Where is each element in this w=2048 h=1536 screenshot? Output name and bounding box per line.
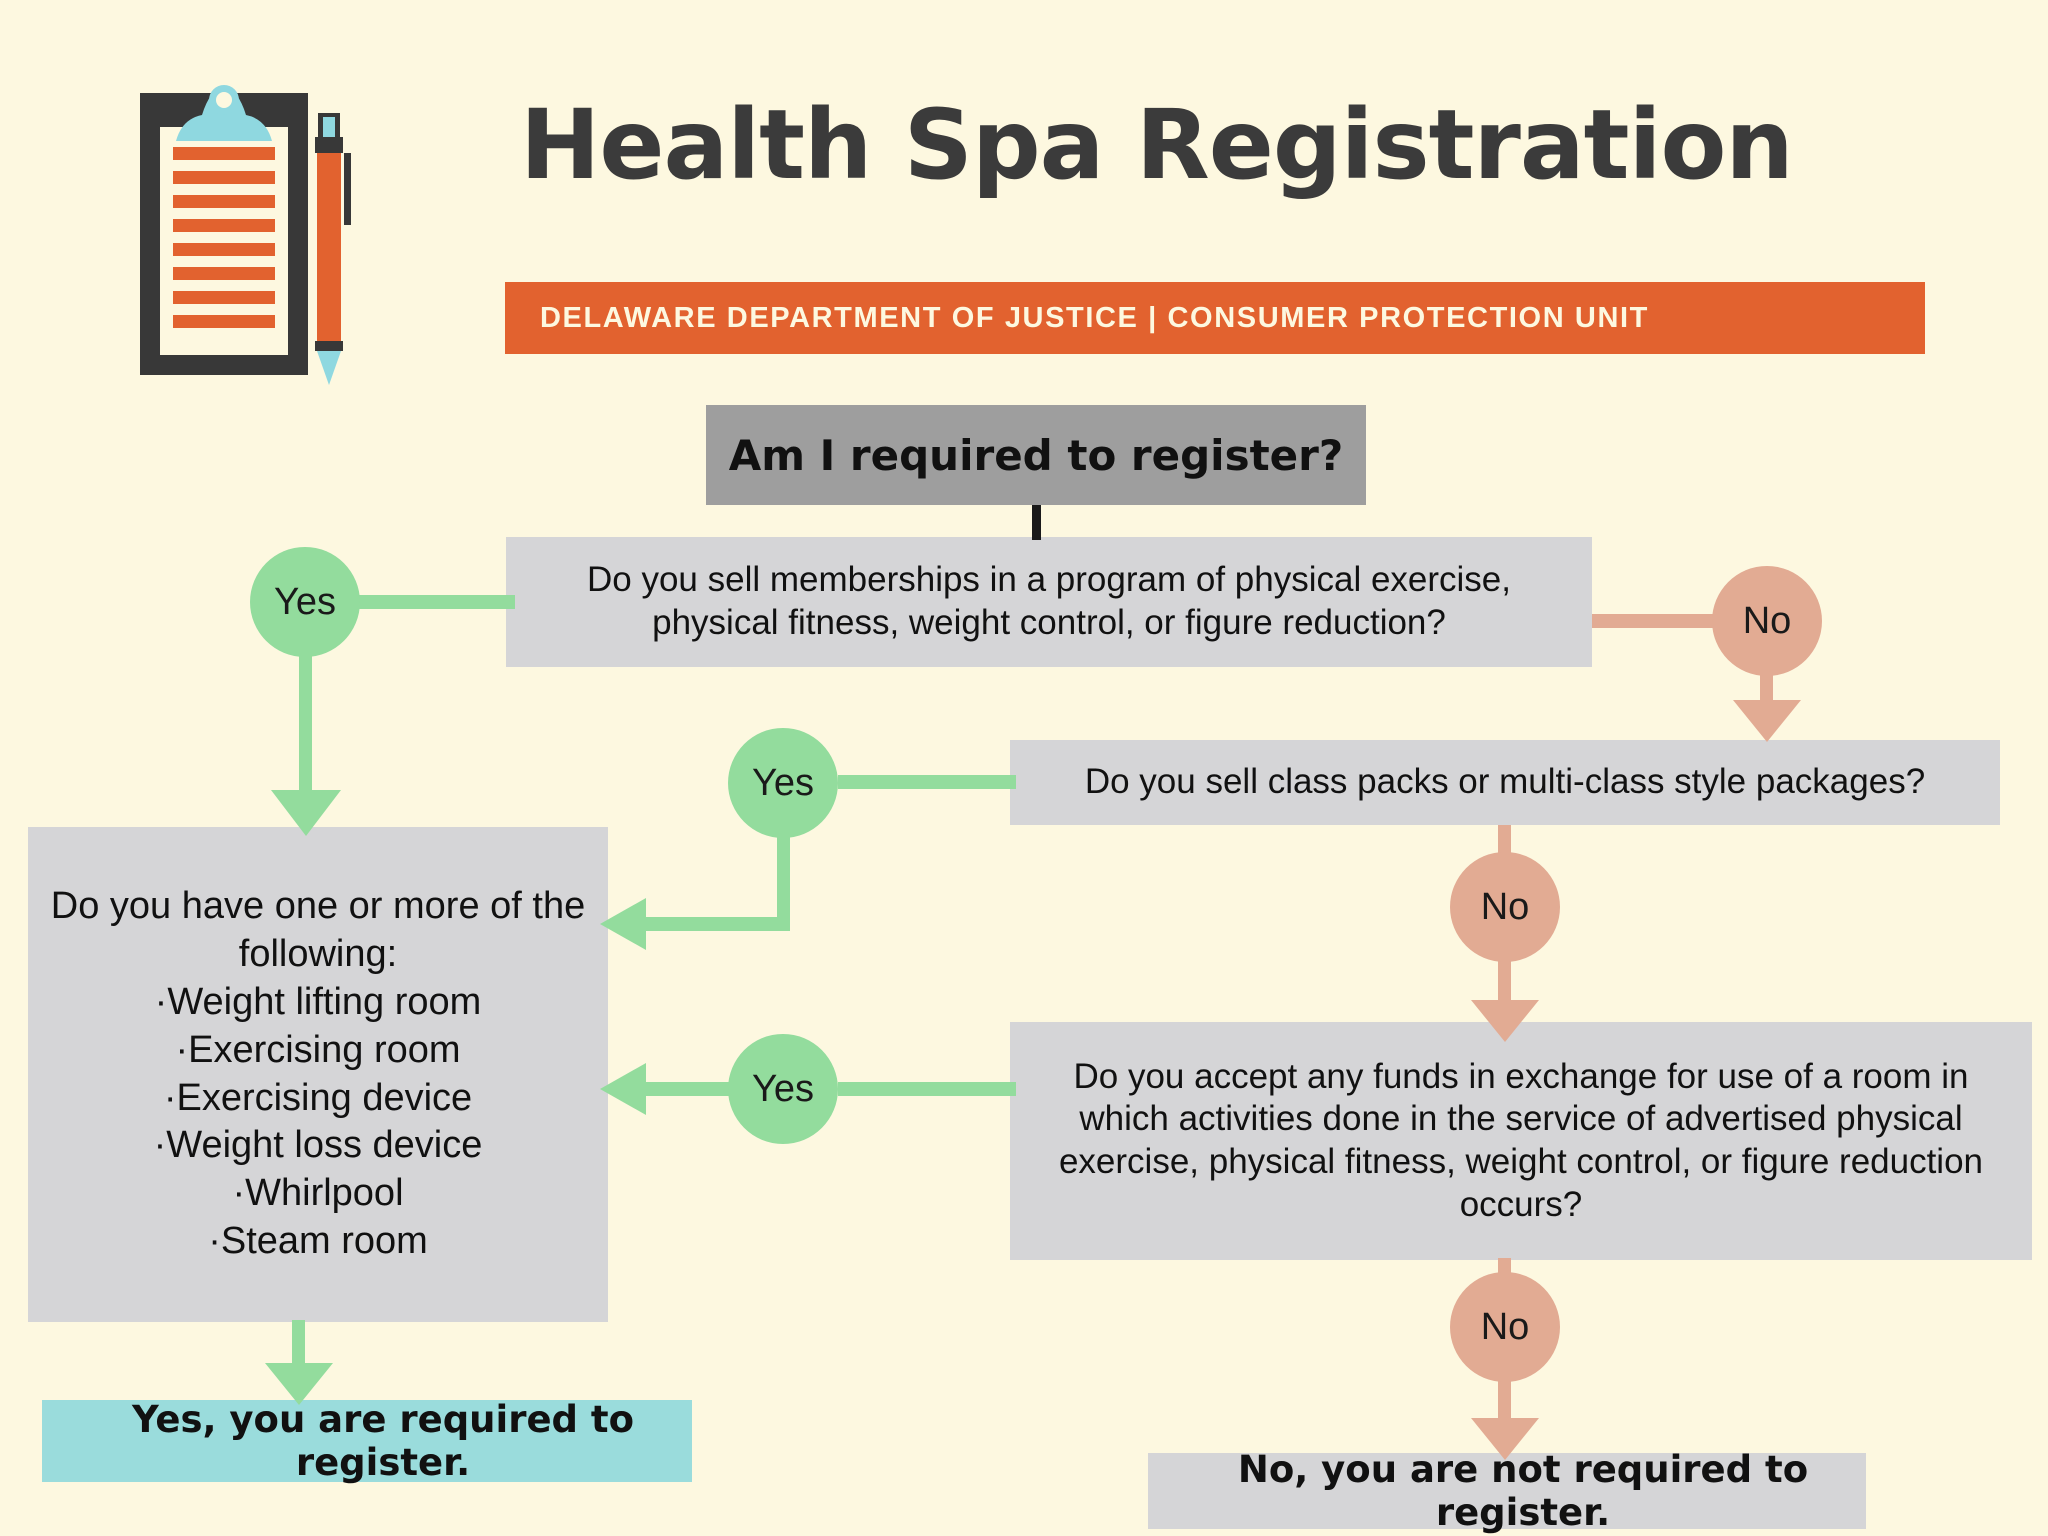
checklist-item: ·Weight loss device [153,1124,483,1167]
decision-yes-q3[interactable]: Yes [728,1034,838,1144]
checklist-item: ·Exercising room [175,1028,461,1071]
arrowhead-checklist-down [265,1363,333,1405]
decision-yes-q3-label: Yes [752,1067,814,1110]
connector-q3-yes [838,1082,1016,1096]
checklist-prompt-line-2: following: [238,932,398,975]
checklist-item: ·Whirlpool [232,1172,404,1215]
connector-q1-no [1592,614,1722,628]
connector-yes-q2-left [622,917,790,931]
decision-yes-q2-label: Yes [752,761,814,804]
page-title: Health Spa Registration [520,89,1794,201]
result-box-yes: Yes, you are required to register. [42,1398,692,1484]
question-box-room-funds: Do you accept any funds in exchange for … [1010,1022,2032,1260]
q3-line-4: occurs? [1459,1184,1583,1224]
subtitle-text: DELAWARE DEPARTMENT OF JUSTICE | CONSUME… [540,301,1649,334]
arrowhead-yes-q3-left [600,1063,646,1115]
checklist-prompt-line-1: Do you have one or more of the [50,885,586,927]
checklist-box: Do you have one or more of the following… [28,827,608,1322]
checklist-item: ·Weight lifting room [154,980,482,1023]
connector-header-to-q1 [1032,505,1041,540]
q3-line-3: exercise, physical fitness, weight contr… [1058,1142,1984,1181]
q1-line-1: Do you sell memberships in a program of … [587,560,1511,600]
decision-yes-q1-label: Yes [274,580,336,623]
decision-no-q1[interactable]: No [1712,566,1822,676]
arrowhead-no-q1-down [1733,700,1801,742]
flow-header-label: Am I required to register? [728,430,1344,480]
clipboard-and-pen-icon [140,75,370,395]
decision-no-q3[interactable]: No [1450,1272,1560,1382]
arrowhead-no-q2-down [1471,1000,1539,1042]
q1-line-2: physical fitness, weight control, or fig… [652,603,1446,642]
q3-line-1: Do you accept any funds in exchange for … [1073,1056,1969,1096]
q2-text: Do you sell class packs or multi-class s… [1084,762,1926,802]
arrowhead-yes-q1-down [271,790,341,836]
decision-yes-q1[interactable]: Yes [250,547,360,657]
connector-yes-q1-down [299,650,312,810]
decision-no-q2[interactable]: No [1450,852,1560,962]
connector-no-q2-down [1498,955,1511,1010]
result-box-no: No, you are not required to register. [1148,1448,1866,1534]
connector-no-q1-down [1760,670,1773,704]
checklist-item: ·Exercising device [163,1076,473,1119]
result-no-label: No, you are not required to register. [1237,1448,1809,1534]
decision-no-q1-label: No [1742,599,1792,642]
q3-line-2: which activities done in the service of … [1079,1099,1963,1139]
result-yes-label: Yes, you are required to register. [131,1398,635,1484]
flow-header-box: Am I required to register? [706,405,1366,505]
decision-no-q3-label: No [1480,1305,1530,1348]
decision-yes-q2[interactable]: Yes [728,728,838,838]
question-box-class-packs: Do you sell class packs or multi-class s… [1010,740,2000,825]
checklist-item: ·Steam room [208,1220,428,1263]
connector-yes-q2-down [777,830,790,930]
arrowhead-no-q3-down [1471,1418,1539,1460]
arrowhead-yes-q2-left [600,898,646,950]
decision-no-q2-label: No [1480,885,1530,928]
question-box-memberships: Do you sell memberships in a program of … [506,537,1592,667]
connector-q2-yes [838,775,1016,789]
subtitle-bar: DELAWARE DEPARTMENT OF JUSTICE | CONSUME… [505,282,1925,354]
connector-yes-q3-left [622,1082,738,1096]
